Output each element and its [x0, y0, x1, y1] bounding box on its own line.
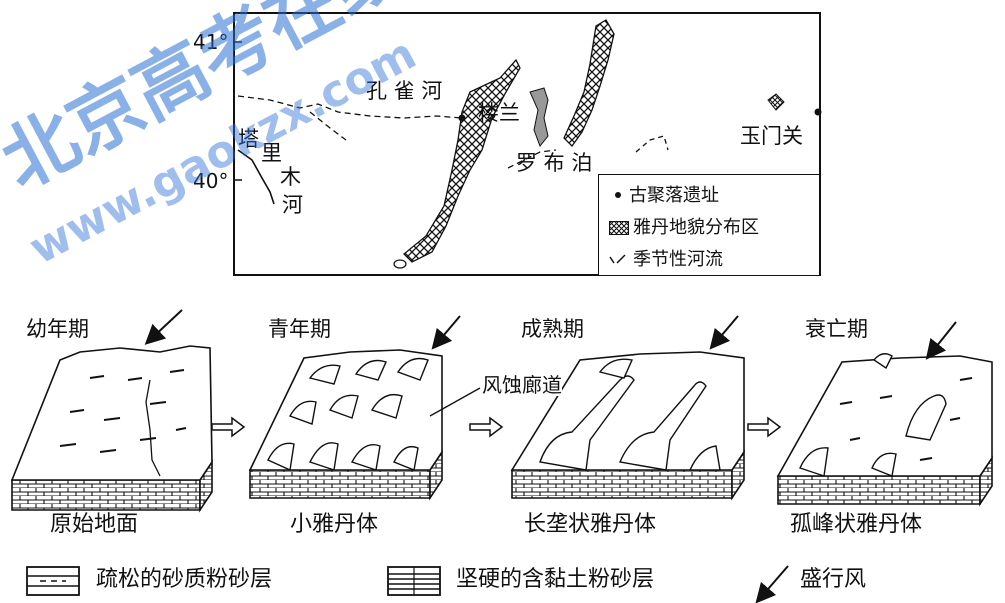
tarim-label-1: 塔	[238, 127, 259, 151]
lat-40-label: 40°	[193, 169, 229, 193]
crosshatch-icon	[609, 221, 629, 235]
yumenguan-dot-icon	[814, 108, 822, 116]
stage-2-block	[248, 315, 481, 501]
map-legend: 古聚落遗址 雅丹地貌分布区 季节性河流	[598, 174, 820, 276]
legend-wind-label: 盛行风	[800, 567, 867, 592]
tarim-river	[237, 149, 275, 205]
legend-row-yardang: 雅丹地貌分布区	[609, 213, 759, 239]
map-frame	[233, 12, 821, 276]
stage-1-block	[10, 309, 213, 513]
stage-3-caption: 长垄状雅丹体	[524, 512, 657, 537]
stage-1-title: 幼年期	[26, 317, 89, 341]
loulan-label: 楼兰	[478, 101, 520, 125]
yumenguan-label: 玉门关	[740, 124, 803, 148]
yardang-area-east	[563, 19, 615, 148]
hard-clay-layer-icon	[387, 566, 441, 596]
legend-row-settlement: 古聚落遗址	[609, 181, 719, 207]
loulan-dot-icon	[458, 114, 466, 122]
lat-41-label: 41°	[193, 30, 229, 54]
tarim-label-2: 里	[261, 141, 282, 165]
stage-arrow-1	[211, 416, 246, 438]
tarim-label-4: 河	[282, 193, 303, 217]
kongque-river-label: 孔 雀 河	[366, 79, 443, 103]
dashed-river-icon	[609, 254, 626, 264]
legend-hard-clay-label: 坚硬的含黏土粉砂层	[456, 567, 655, 592]
kongque-river	[237, 95, 463, 119]
prevailing-wind-arrow-icon	[755, 565, 789, 603]
stage-arrow-3	[747, 416, 782, 438]
luobupo-label: 罗 布 泊	[516, 151, 593, 175]
loose-sand-layer-icon	[26, 566, 80, 596]
legend-loose-sand-label: 疏松的砂质粉砂层	[96, 567, 273, 592]
yardang-area-yumen	[767, 93, 785, 111]
stage-3-title: 成熟期	[521, 317, 584, 341]
stage-1-caption: 原始地面	[50, 512, 139, 537]
legend-row-river: 季节性河流	[609, 245, 723, 271]
stage-2-title: 青年期	[268, 317, 331, 341]
stage-arrow-2	[469, 416, 504, 438]
stage-3-block	[510, 315, 745, 501]
stage-4-block	[776, 321, 993, 507]
tarim-label-3: 木	[280, 165, 301, 189]
dot-icon	[615, 191, 621, 198]
stage-2-caption: 小雅丹体	[290, 512, 379, 537]
yardang-area-main	[403, 58, 521, 263]
stage-4-caption: 孤峰状雅丹体	[790, 512, 923, 537]
wind-corridor-label: 风蚀廊道	[482, 373, 562, 397]
stage-4-title: 衰亡期	[805, 317, 868, 341]
